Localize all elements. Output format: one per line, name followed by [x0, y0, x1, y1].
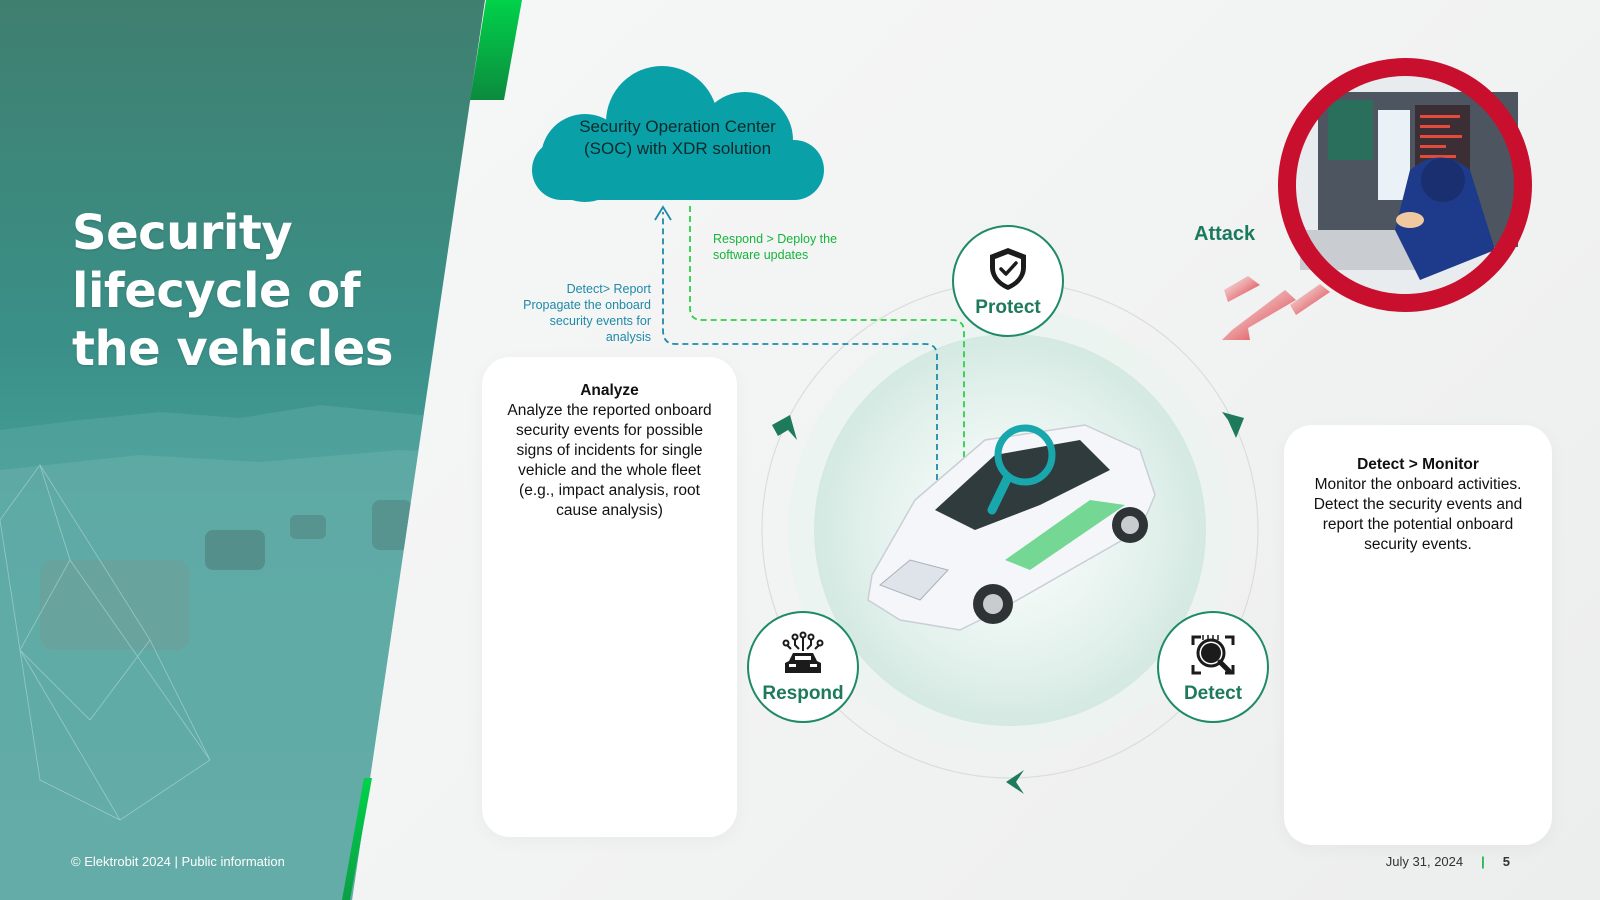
analyze-card-body: Analyze the reported onboard security ev… — [507, 402, 712, 519]
shield-check-icon — [990, 248, 1026, 290]
soc-cloud — [532, 66, 824, 202]
cycle-chevron-left-icon — [1006, 770, 1024, 794]
detect-node-label: Detect — [1183, 683, 1243, 704]
attack-label: Attack — [1194, 223, 1256, 245]
protect-node: Protect — [952, 225, 1064, 337]
footer-copyright: © Elektrobit 2024 | Public information — [71, 854, 285, 869]
car-network-icon — [782, 631, 824, 673]
attack-arrows-icon — [1222, 276, 1330, 340]
face-scan-search-icon — [1191, 635, 1235, 675]
detect-monitor-card-title: Detect > Monitor — [1357, 456, 1479, 473]
analyze-card-title: Analyze — [580, 382, 639, 399]
soc-cloud-label: Security Operation Center (SOC) with XDR… — [579, 117, 776, 158]
page-number: 5 — [1502, 854, 1510, 869]
magnifier-icon — [987, 424, 1056, 515]
detect-monitor-card: Detect > Monitor Monitor the onboard act… — [1284, 425, 1552, 845]
slide-title: Security lifecycle of the vehicles — [72, 205, 393, 377]
detect-report-label: Detect> Report Propagate the onboard sec… — [523, 282, 651, 344]
respond-deploy-flow — [689, 206, 965, 548]
hacker-illustration — [1278, 58, 1532, 312]
protect-node-label: Protect — [975, 297, 1041, 318]
respond-node-label: Respond — [762, 683, 844, 704]
detect-monitor-card-body: Monitor the onboard activities. Detect t… — [1313, 476, 1523, 553]
analyze-card: Analyze Analyze the reported onboard sec… — [482, 357, 737, 837]
detect-report-arrow-icon — [654, 205, 672, 221]
footer-separator: | — [1481, 854, 1485, 869]
footer-date: July 31, 2024 — [1385, 854, 1464, 869]
cycle-chevron-down-icon — [1222, 412, 1244, 438]
cycle-chevron-up-icon — [772, 415, 797, 440]
respond-deploy-label: Respond > Deploy the software updates — [713, 232, 838, 262]
footer-meta: July 31, 2024 | 5 — [1386, 854, 1510, 869]
respond-node: Respond — [747, 611, 859, 723]
detect-node: Detect — [1157, 611, 1269, 723]
